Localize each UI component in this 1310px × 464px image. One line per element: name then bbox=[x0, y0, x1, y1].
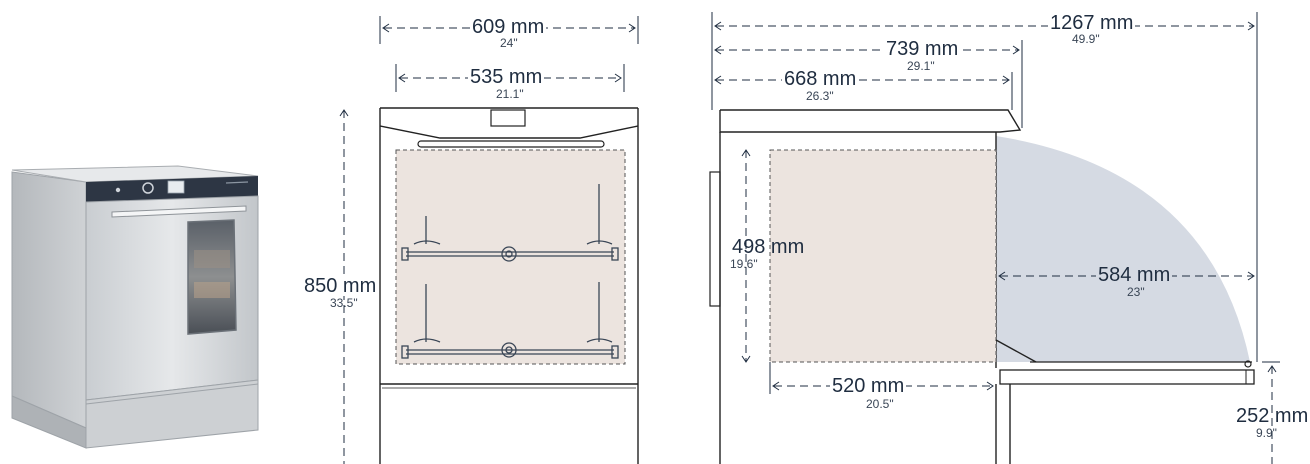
door-height-mm: 252 mm bbox=[1236, 405, 1309, 427]
depth-body-inch: 26.3" bbox=[806, 89, 834, 103]
door-handle bbox=[111, 205, 247, 218]
chamber-depth-mm: 520 mm bbox=[830, 375, 907, 397]
door-height-inch: 9.9" bbox=[1256, 426, 1277, 440]
front-view bbox=[379, 107, 639, 464]
depth-top-inch: 29.1" bbox=[907, 59, 935, 73]
dial-icon bbox=[142, 182, 154, 194]
door-knob bbox=[1244, 360, 1252, 368]
front-display-box bbox=[490, 109, 526, 127]
chamber-height-inch: 19.6" bbox=[730, 257, 758, 271]
chamber-depth-inch: 20.5" bbox=[866, 397, 894, 411]
side-top bbox=[719, 109, 1022, 133]
side-dimension-lines bbox=[711, 12, 1280, 464]
depth-door-open-mm: 1267 mm bbox=[1048, 12, 1136, 34]
lower-rack bbox=[401, 282, 619, 359]
power-button-icon bbox=[115, 187, 121, 193]
dishwasher-base-side bbox=[11, 395, 87, 449]
upper-rack bbox=[401, 184, 619, 262]
height-total-inch: 33.5" bbox=[330, 296, 358, 310]
side-chamber bbox=[769, 149, 997, 363]
front-control-panel bbox=[379, 125, 639, 139]
door-hinge bbox=[995, 339, 1037, 363]
height-total-mm: 850 mm bbox=[302, 275, 379, 297]
door-window bbox=[187, 219, 237, 335]
dishwasher-photo bbox=[11, 165, 259, 449]
window-rack-detail-2 bbox=[194, 282, 230, 298]
side-view bbox=[709, 109, 1255, 464]
door-swing-area bbox=[996, 136, 1250, 362]
brand-mark bbox=[225, 181, 249, 184]
front-handle bbox=[417, 140, 605, 148]
display-screen-icon bbox=[167, 180, 185, 194]
dishwasher-side-panel bbox=[11, 171, 87, 429]
depth-body-mm: 668 mm bbox=[782, 68, 859, 90]
front-width-outer-mm: 609 mm bbox=[470, 16, 547, 38]
open-door bbox=[999, 369, 1255, 385]
depth-door-open-inch: 49.9" bbox=[1072, 32, 1100, 46]
chamber-height-mm: 498 mm bbox=[732, 236, 805, 258]
base-seam bbox=[85, 383, 259, 405]
depth-top-mm: 739 mm bbox=[884, 38, 961, 60]
door-swing-mm: 584 mm bbox=[1096, 264, 1173, 286]
door-swing-inch: 23" bbox=[1127, 285, 1145, 299]
window-rack-detail bbox=[194, 250, 230, 268]
side-rear-bump bbox=[709, 171, 721, 307]
front-width-inner-mm: 535 mm bbox=[468, 66, 545, 88]
front-width-outer-inch: 24" bbox=[500, 36, 518, 50]
front-width-inner-inch: 21.1" bbox=[496, 87, 524, 101]
